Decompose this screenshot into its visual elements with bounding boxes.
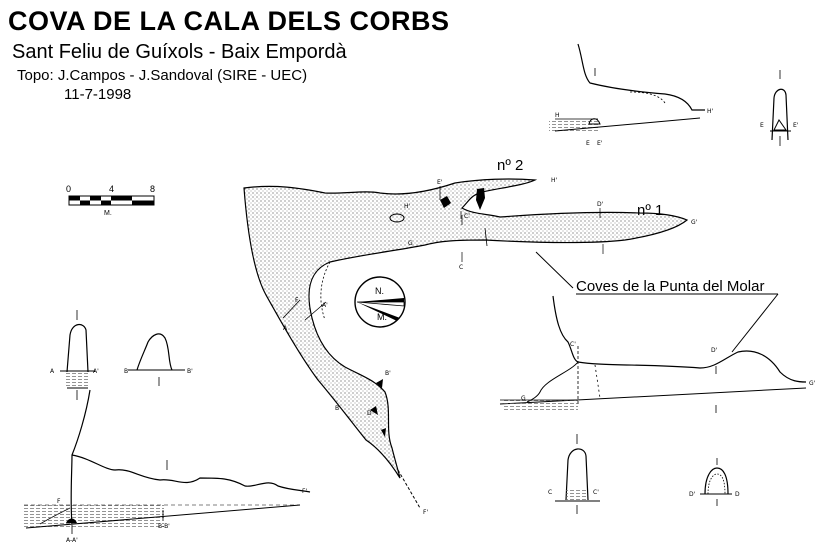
cave-plan: A F A' B B' D F' E' H' G H' C C' D' G' <box>243 177 698 516</box>
compass-magnetic: M. <box>377 312 387 322</box>
caves-group-label: Coves de la Punta del Molar <box>576 278 764 295</box>
plan-label-G1: G' <box>691 219 698 226</box>
compass-north: N. <box>375 286 384 296</box>
compass: N. M. <box>354 276 406 328</box>
survey-credit: Topo: J.Campos - J.Sandoval (SIRE - UEC) <box>17 67 308 84</box>
profile-label-F: F <box>57 498 61 505</box>
plan-label-B1: B' <box>385 370 391 377</box>
section-a: A A' <box>50 310 99 400</box>
scale-tick-0: 0 <box>66 184 71 194</box>
section-c: C C' <box>548 434 600 514</box>
section-e-left: E <box>760 122 764 129</box>
profile-label-H1: H' <box>707 108 714 115</box>
section-b-right: B' <box>187 368 193 375</box>
section-b: B B' <box>124 333 193 386</box>
profile-h: H H' E E' <box>549 43 714 147</box>
map-title: COVA DE LA CALA DELS CORBS <box>8 6 450 36</box>
plan-label-H1: H' <box>404 203 411 210</box>
plan-label-C: C <box>459 264 463 271</box>
cave-1-label: nº 1 <box>637 202 663 219</box>
survey-date: 11-7-1998 <box>64 86 132 103</box>
profile-label-DD: D' <box>711 347 718 354</box>
plan-label-A: A <box>283 325 288 332</box>
section-e: E E' <box>760 70 799 146</box>
plan-label-D: D <box>367 410 372 417</box>
plan-label-C1: C' <box>464 213 470 220</box>
profile-label-E: E <box>586 140 590 147</box>
plan-label-E1: E' <box>437 179 443 186</box>
plan-label-G: G <box>408 240 413 247</box>
profile-label-F1: F' <box>302 488 307 495</box>
scale-unit: M. <box>104 210 112 217</box>
section-d-right: D <box>735 491 740 498</box>
section-c-right: C' <box>593 489 599 496</box>
profile-label-BB: B-B' <box>158 523 170 530</box>
profile-label-G1: G' <box>809 380 816 387</box>
section-e-right: E' <box>793 122 799 129</box>
section-d: D' D <box>689 458 740 506</box>
plan-label-D1: D' <box>597 201 604 208</box>
section-d-left: D' <box>689 491 696 498</box>
section-a-right: A' <box>93 368 99 375</box>
plan-label-F1: F' <box>423 509 428 516</box>
profile-cd: G G' C' D' <box>499 295 816 413</box>
scale-bar: 0 4 8 M. <box>66 184 155 217</box>
profile-label-E1: E' <box>597 140 603 147</box>
plan-label-A1: A' <box>322 302 328 309</box>
plan-label-B: B <box>335 405 339 412</box>
profile-label-CC: C' <box>570 341 576 348</box>
map-subtitle: Sant Feliu de Guíxols - Baix Empordà <box>12 41 347 63</box>
cave-2-label: nº 2 <box>497 157 523 174</box>
profile-label-AA: A-A' <box>66 537 78 544</box>
profile-label-H: H <box>555 112 560 119</box>
profile-f: F F' A-A' B-B' <box>24 389 311 544</box>
plan-label-H1b: H' <box>551 177 558 184</box>
profile-label-G: G <box>521 395 526 402</box>
scale-tick-4: 4 <box>109 184 114 194</box>
plan-label-F: F <box>295 297 299 304</box>
section-a-left: A <box>50 368 55 375</box>
scale-tick-8: 8 <box>150 184 155 194</box>
leader-line <box>535 251 574 289</box>
section-b-left: B <box>124 368 128 375</box>
section-c-left: C <box>548 489 552 496</box>
